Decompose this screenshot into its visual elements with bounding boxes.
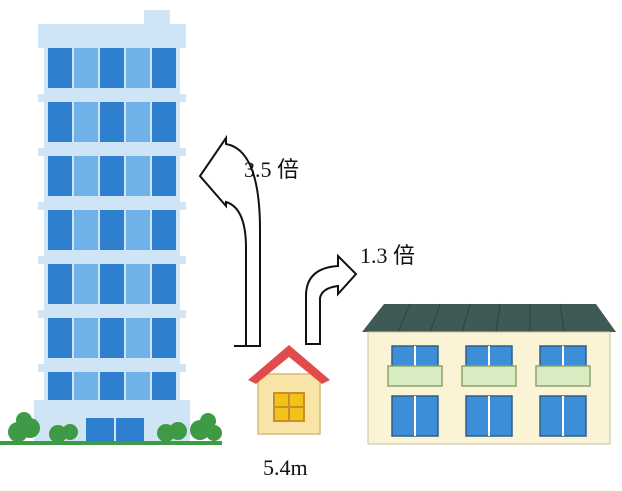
floor-band: [38, 40, 186, 48]
building-window: [126, 264, 150, 304]
building-window: [74, 264, 98, 304]
entrance-door-right: [116, 418, 144, 444]
building-window: [152, 102, 176, 142]
apartment-roof: [362, 304, 616, 332]
building-window: [126, 48, 150, 88]
building-window: [152, 318, 176, 358]
tree-icon: [8, 412, 222, 443]
apartment-balcony: [535, 365, 591, 387]
building-window: [100, 102, 124, 142]
floor-band: [38, 364, 186, 372]
building-window: [126, 102, 150, 142]
building-window: [126, 156, 150, 196]
building-window: [126, 210, 150, 250]
rooftop-structure: [144, 10, 170, 26]
building-window: [48, 210, 72, 250]
building-window: [100, 318, 124, 358]
apartment-ratio-label: 1.3 倍: [360, 243, 416, 268]
apartment-balcony: [387, 365, 443, 387]
apartment-units: [387, 345, 591, 437]
building-window: [48, 156, 72, 196]
tall-building-ratio-label: 3.5 倍: [244, 157, 300, 182]
floor-band: [38, 256, 186, 264]
house-icon: [248, 345, 330, 435]
roof-lines: [397, 303, 565, 333]
building-window: [152, 264, 176, 304]
building-window: [74, 102, 98, 142]
entrance-door-left: [86, 418, 114, 444]
house-roof: [248, 345, 330, 384]
roof-cap: [38, 24, 186, 42]
building-floors: [38, 40, 186, 412]
apartment-balcony: [461, 365, 517, 387]
building-window: [74, 318, 98, 358]
building-window: [74, 48, 98, 88]
building-window: [100, 48, 124, 88]
building-window: [74, 210, 98, 250]
up-arrow-icon: [198, 134, 261, 347]
building-window: [152, 156, 176, 196]
right-curved-arrow-icon: [305, 253, 358, 345]
building-window: [152, 210, 176, 250]
building-window: [48, 48, 72, 88]
building-window: [100, 156, 124, 196]
building-window: [126, 318, 150, 358]
floor-band: [38, 94, 186, 102]
floor-band: [38, 148, 186, 156]
ground-hedge: [0, 441, 222, 445]
building-window: [48, 318, 72, 358]
floor-band: [38, 202, 186, 210]
building-window: [74, 156, 98, 196]
building-window: [100, 264, 124, 304]
apartment-icon: [362, 303, 616, 445]
floor-band: [38, 310, 186, 318]
building-window: [152, 48, 176, 88]
building-window: [48, 102, 72, 142]
building-window: [48, 264, 72, 304]
tall-building-icon: [34, 10, 190, 444]
house-height-label: 5.4m: [263, 455, 308, 480]
building-window: [100, 210, 124, 250]
